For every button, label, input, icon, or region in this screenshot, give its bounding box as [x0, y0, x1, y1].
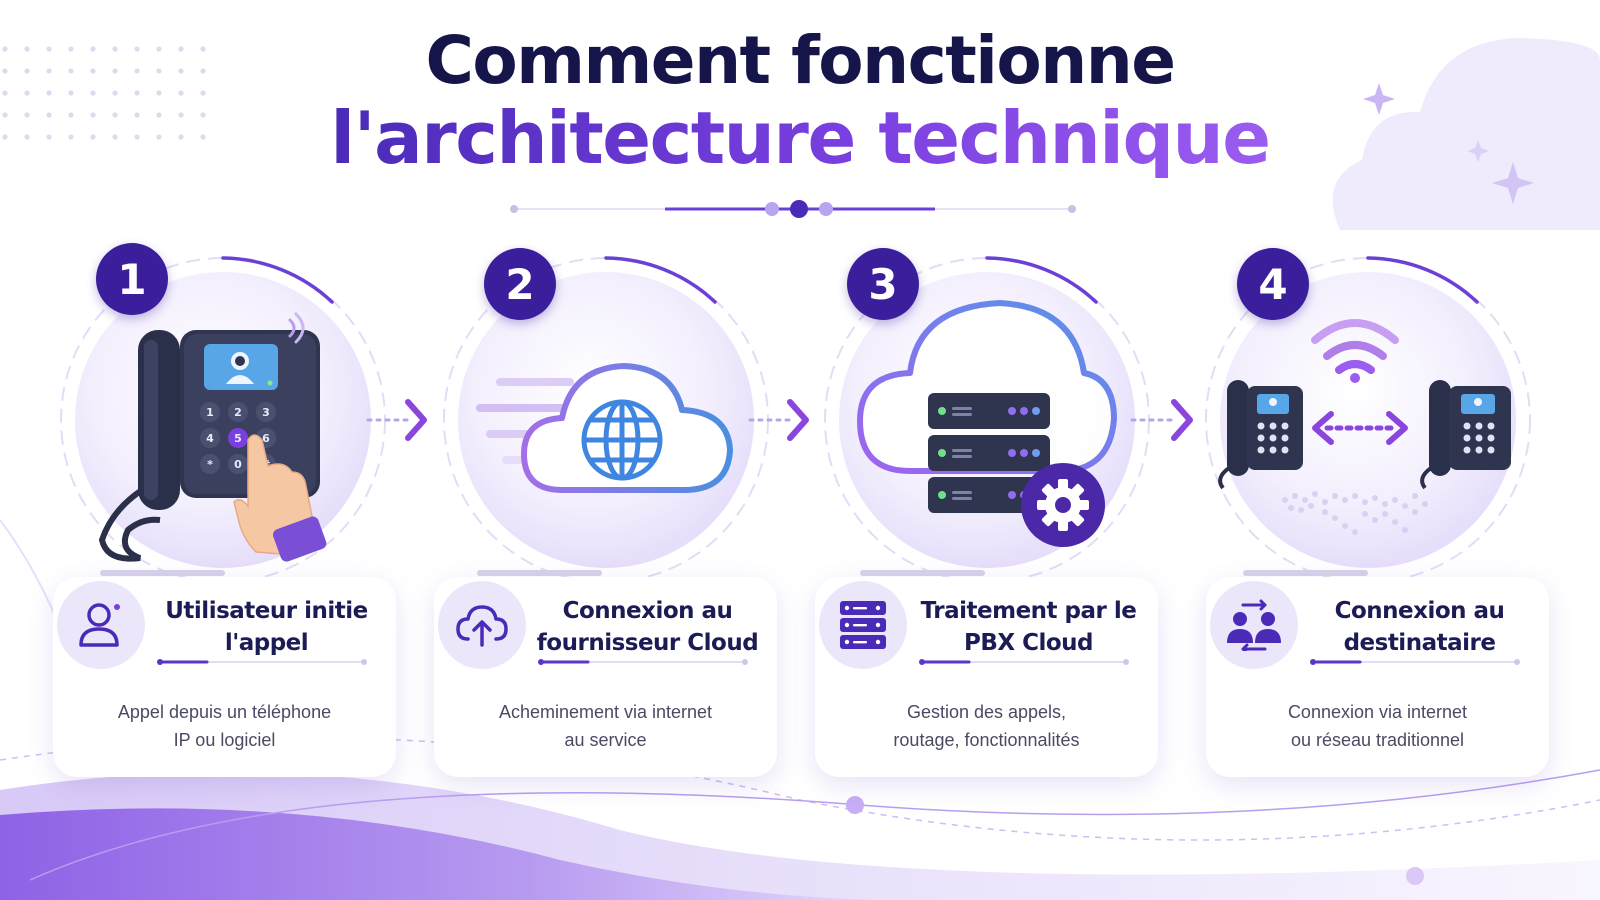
globe-icon	[581, 399, 663, 481]
card-desc-line1: Appel depuis un téléphone	[117, 702, 332, 722]
keypad-key	[200, 454, 220, 474]
pointing-hand-icon	[233, 434, 327, 562]
card-title-line1: Connexion au	[1334, 598, 1505, 624]
server-stack-icon	[819, 581, 907, 669]
card-title-line2: destinataire	[1343, 630, 1496, 656]
step-number-badge-1: 1	[96, 243, 168, 315]
card-desc-line1: Acheminement via internet	[498, 702, 713, 722]
step-card-3: Traitement par le PBX Cloud Gestion des …	[815, 577, 1158, 777]
step-card-4: Connexion au destinataire Connexion via …	[1206, 577, 1549, 777]
cloud-outline-icon	[521, 363, 733, 493]
card-title-line1: Traitement par le	[920, 598, 1137, 624]
card-top-accents	[100, 570, 1368, 576]
step-card-2: Connexion au fournisseur Cloud Acheminem…	[434, 577, 777, 777]
step2-illustration	[476, 363, 733, 493]
card-desc-line1: Gestion des appels,	[906, 702, 1067, 722]
card-title-line2: fournisseur Cloud	[536, 630, 759, 656]
card-desc-line1: Connexion via internet	[1287, 702, 1468, 722]
caller-phone-icon	[1218, 380, 1303, 490]
keypad-key	[228, 402, 248, 422]
step-card-description: Acheminement via internet au service	[448, 698, 763, 754]
card-divider	[1310, 659, 1520, 665]
server-stack-icon	[928, 393, 1050, 513]
world-map-dots	[1282, 491, 1428, 535]
card-desc-line2: au service	[564, 730, 647, 750]
step-number-badge-2: 2	[484, 248, 556, 320]
card-title-line2: PBX Cloud	[963, 630, 1094, 656]
keypad-key-label: 2	[234, 406, 242, 419]
keypad-key-label: 4	[206, 432, 214, 445]
card-desc-line2: routage, fonctionnalités	[893, 730, 1080, 750]
card-divider	[538, 659, 748, 665]
keypad-key	[228, 428, 248, 448]
cloud-outline-icon	[857, 300, 1117, 474]
keypad-key-label: 3	[262, 406, 270, 419]
keypad-key	[228, 454, 248, 474]
page-title-line2-text: l'architecture technique	[330, 96, 1271, 180]
decorative-cloud	[1332, 38, 1600, 230]
step-number-badge-3: 3	[847, 248, 919, 320]
title-divider	[510, 200, 1076, 218]
card-desc-line2: ou réseau traditionnel	[1290, 730, 1465, 750]
wifi-icon	[1311, 319, 1399, 383]
keypad-key	[256, 402, 276, 422]
keypad-key-label: *	[207, 458, 213, 471]
card-desc-line2: IP ou logiciel	[173, 730, 276, 750]
step-number-badge-4: 4	[1237, 248, 1309, 320]
keypad-key	[200, 402, 220, 422]
keypad-key-label: 6	[262, 432, 270, 445]
step-card-description: Connexion via internet ou réseau traditi…	[1220, 698, 1535, 754]
step-card-description: Appel depuis un téléphone IP ou logiciel	[67, 698, 382, 754]
step-card-title: Connexion au destinataire	[1302, 595, 1537, 659]
step-card-title: Utilisateur initie l'appel	[149, 595, 384, 659]
bidirectional-arrow-icon	[1312, 411, 1408, 445]
page-title-line2: l'architecture technique	[0, 96, 1600, 180]
step3-illustration	[857, 300, 1117, 547]
bottom-waves	[0, 519, 1600, 900]
page-title-line1: Comment fonctionne	[425, 22, 1176, 99]
step4-illustration	[1218, 319, 1511, 535]
people-exchange-icon	[1210, 581, 1298, 669]
step-card-1: Utilisateur initie l'appel Appel depuis …	[53, 577, 396, 777]
step-card-description: Gestion des appels, routage, fonctionnal…	[829, 698, 1144, 754]
keypad-key-label: 0	[234, 458, 242, 471]
dot-grid	[0, 30, 210, 140]
card-title-line2: l'appel	[224, 630, 309, 656]
step-card-title: Traitement par le PBX Cloud	[911, 595, 1146, 659]
keypad-key-label: 5	[234, 432, 242, 445]
keypad-key-label: 1	[206, 406, 214, 419]
step-connectors	[366, 399, 1193, 441]
gear-icon	[1021, 463, 1105, 547]
user-icon	[57, 581, 145, 669]
cloud-upload-icon	[438, 581, 526, 669]
step-card-title: Connexion au fournisseur Cloud	[530, 595, 765, 659]
card-title-line1: Connexion au	[562, 598, 733, 624]
keypad-key	[200, 428, 220, 448]
card-divider	[157, 659, 367, 665]
recipient-phone-icon	[1420, 380, 1511, 490]
card-divider	[919, 659, 1129, 665]
card-title-line1: Utilisateur initie	[165, 598, 368, 624]
